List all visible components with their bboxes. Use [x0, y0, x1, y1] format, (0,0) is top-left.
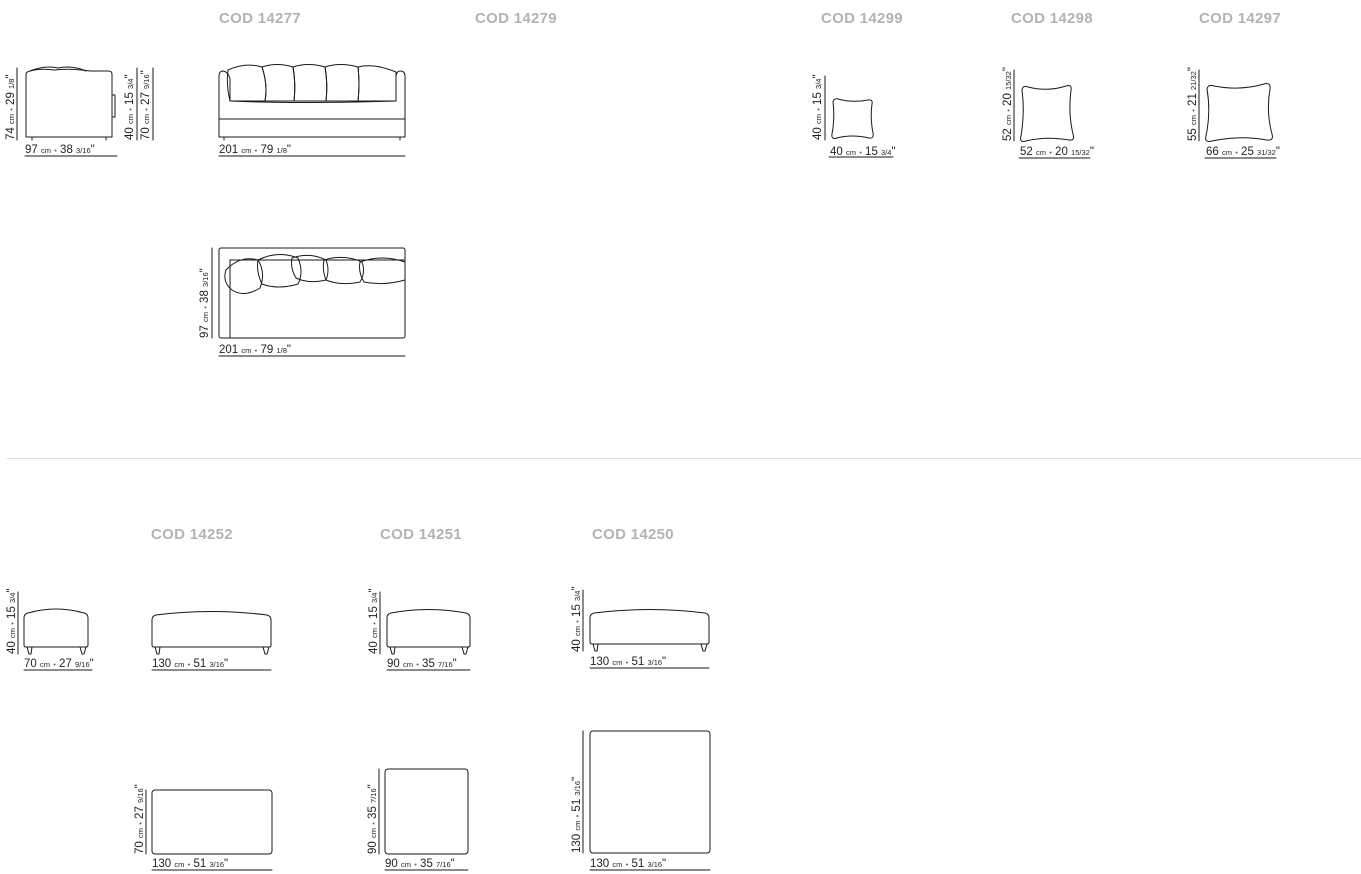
dim-sofa-top-depth: 97 cm • 38 3/16" — [199, 268, 211, 338]
ottoman-14251-side-drawing — [379, 591, 471, 671]
dim-pillow-14299-width: 40 cm • 15 3/4" — [830, 146, 896, 158]
sofa-front-drawing — [218, 64, 406, 157]
code-14251: COD 14251 — [380, 526, 462, 543]
code-14279: COD 14279 — [475, 10, 557, 27]
ottoman-14252-top-drawing — [145, 789, 273, 871]
pillow-14298-drawing — [1013, 69, 1091, 159]
sofa-top-drawing — [211, 247, 406, 357]
dim-pillow-14297-width: 66 cm • 25 31/32" — [1206, 146, 1280, 158]
code-14298: COD 14298 — [1011, 10, 1093, 27]
code-14299: COD 14299 — [821, 10, 903, 27]
dim-pillow-14298-height: 52 cm • 20 15/32" — [1002, 67, 1014, 141]
armchair-side-drawing — [16, 66, 154, 157]
code-14277: COD 14277 — [219, 10, 301, 27]
dim-top-14252-width: 130 cm • 51 3/16" — [152, 858, 229, 870]
code-14297: COD 14297 — [1199, 10, 1281, 27]
ottoman-14252-side-drawing — [151, 611, 272, 671]
ottoman-small-side-drawing — [17, 591, 93, 671]
dim-top-14250-depth: 130 cm • 51 3/16" — [571, 776, 583, 853]
pillow-14297-drawing — [1198, 69, 1277, 159]
dim-top-14250-width: 130 cm • 51 3/16" — [590, 858, 667, 870]
pillow-14299-drawing — [824, 75, 894, 158]
dim-ottoman-14252-width: 130 cm • 51 3/16" — [152, 658, 229, 670]
dim-ottoman-14250-width: 130 cm • 51 3/16" — [590, 656, 667, 668]
dim-sofa-front-width: 201 cm • 79 1/8" — [219, 144, 291, 156]
dim-pillow-14298-width: 52 cm • 20 15/32" — [1020, 146, 1094, 158]
code-14252: COD 14252 — [151, 526, 233, 543]
ottoman-14250-top-drawing — [582, 730, 711, 871]
dim-armchair-width: 97 cm • 38 3/16" — [25, 144, 95, 156]
dim-armchair-arm-height: 70 cm • 27 9/16" — [140, 70, 152, 140]
dim-pillow-14297-height: 55 cm • 21 21/32" — [1187, 67, 1199, 141]
ottoman-14250-side-drawing — [582, 589, 710, 669]
section-divider — [7, 458, 1361, 459]
dim-top-14251-depth: 90 cm • 35 7/16" — [367, 784, 379, 854]
dim-ottoman-small-width: 70 cm • 27 9/16" — [24, 658, 94, 670]
dim-ottoman-14251-height: 40 cm • 15 3/4" — [368, 588, 380, 654]
dim-armchair-seat-height: 40 cm • 15 3/4" — [124, 74, 136, 140]
dim-sofa-top-width: 201 cm • 79 1/8" — [219, 344, 291, 356]
dim-ottoman-14250-height: 40 cm • 15 3/4" — [571, 586, 583, 652]
dim-top-14251-width: 90 cm • 35 7/16" — [385, 858, 455, 870]
dim-armchair-height: 74 cm • 29 1/8" — [5, 74, 17, 140]
dim-pillow-14299-height: 40 cm • 15 3/4" — [812, 74, 824, 140]
dim-ottoman-14251-width: 90 cm • 35 7/16" — [387, 658, 457, 670]
dim-top-14252-depth: 70 cm • 27 9/16" — [134, 784, 146, 854]
ottoman-14251-top-drawing — [378, 768, 469, 871]
dim-ottoman-small-height: 40 cm • 15 3/4" — [6, 588, 18, 654]
code-14250: COD 14250 — [592, 526, 674, 543]
